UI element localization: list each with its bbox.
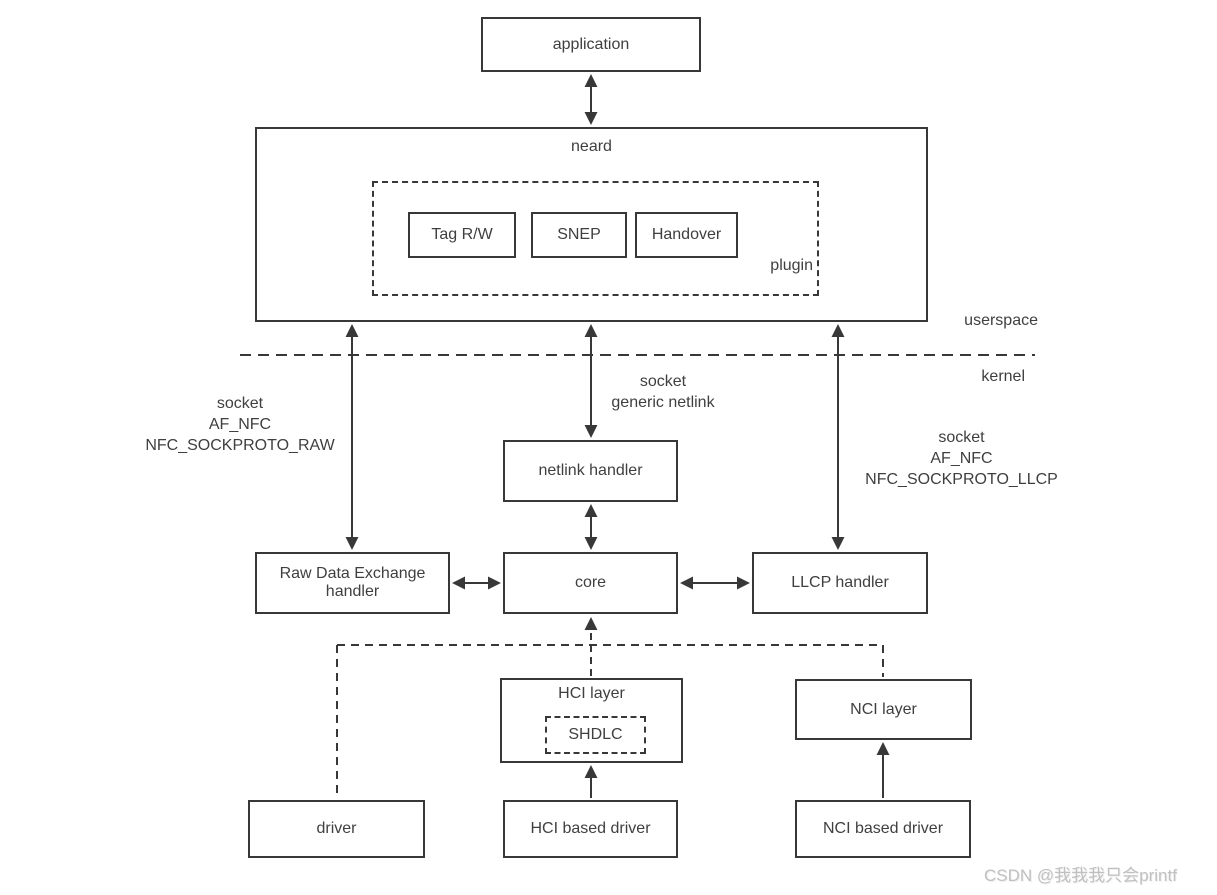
csdn-watermark: CSDN @我我我只会printf [984, 866, 1177, 885]
nci-layer-box: NCI layer [795, 679, 972, 740]
snep-box: SNEP [531, 212, 627, 258]
raw-data-exchange-handler-box: Raw Data Exchange handler [255, 552, 450, 614]
core-box: core [503, 552, 678, 614]
shdlc-label: SHDLC [568, 726, 623, 743]
application-box: application [481, 17, 701, 72]
tag-rw-label: Tag R/W [431, 226, 493, 243]
snep-label: SNEP [557, 226, 601, 243]
driver-label: driver [316, 820, 357, 837]
netlink-handler-label: netlink handler [538, 462, 643, 479]
netlink-handler-box: netlink handler [503, 440, 678, 502]
shdlc-box: SHDLC [545, 716, 646, 754]
neard-label: neard [571, 138, 612, 155]
nci-layer-label: NCI layer [850, 700, 917, 718]
driver-box: driver [248, 800, 425, 858]
core-label: core [574, 574, 607, 591]
raw-data-exchange-handler-label: Raw Data Exchange handler [279, 565, 426, 600]
hci-based-driver-label: HCI based driver [530, 820, 651, 837]
application-label: application [552, 35, 630, 53]
nci-based-driver-label: NCI based driver [822, 820, 944, 837]
nci-based-driver-box: NCI based driver [795, 800, 971, 858]
socket-llcp-annotation: socket AF_NFC NFC_SOCKPROTO_LLCP [865, 429, 1058, 488]
plugin-group-box [372, 181, 819, 296]
handover-box: Handover [635, 212, 738, 258]
llcp-handler-label: LLCP handler [791, 574, 889, 591]
llcp-handler-box: LLCP handler [752, 552, 928, 614]
kernel-label: kernel [981, 368, 1025, 385]
plugin-label: plugin [770, 257, 813, 274]
socket-generic-netlink-annotation: socket generic netlink [611, 373, 715, 411]
hci-layer-box: HCI layer [500, 678, 683, 763]
socket-raw-annotation: socket AF_NFC NFC_SOCKPROTO_RAW [145, 395, 335, 454]
hci-based-driver-box: HCI based driver [503, 800, 678, 858]
hci-layer-label: HCI layer [558, 685, 625, 702]
tag-rw-box: Tag R/W [408, 212, 516, 258]
handover-label: Handover [651, 226, 722, 243]
userspace-label: userspace [964, 312, 1038, 329]
